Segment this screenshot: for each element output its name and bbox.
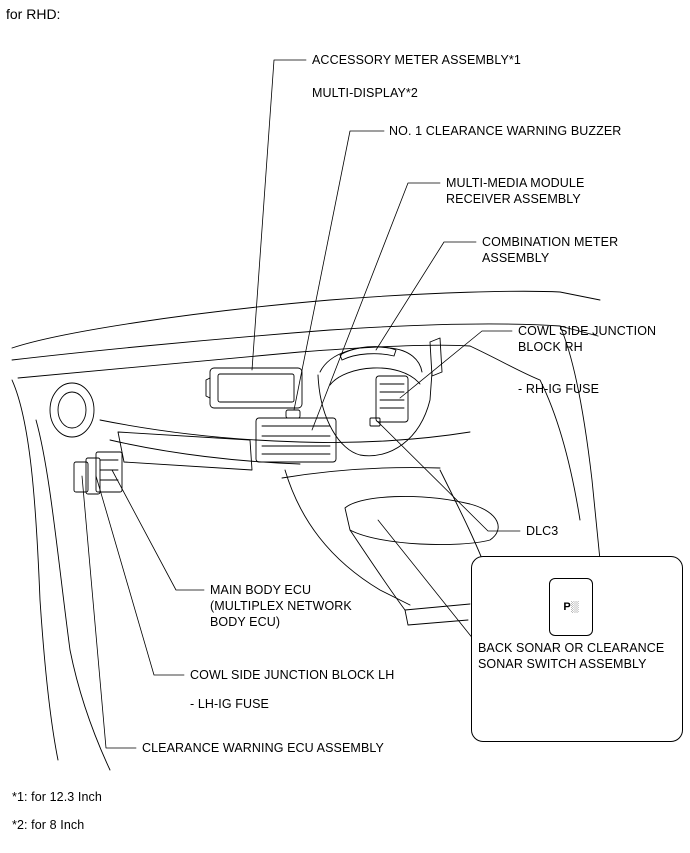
label-jb-rh-2: BLOCK RH (518, 340, 583, 354)
label-sonar-switch-2: SONAR SWITCH ASSEMBLY (478, 657, 647, 671)
leader-sonar (377, 519, 475, 641)
leader-jb-lh (95, 475, 185, 676)
label-mm-receiver-2: RECEIVER ASSEMBLY (446, 192, 581, 206)
leader-receiver (311, 182, 441, 431)
label-multi-display: MULTI-DISPLAY*2 (312, 86, 418, 100)
dash-top-edge (11, 323, 599, 361)
label-combo-meter-1: COMBINATION METER (482, 235, 619, 249)
label-jb-lh: COWL SIDE JUNCTION BLOCK LH (190, 668, 395, 682)
label-mm-receiver-1: MULTI-MEDIA MODULE (446, 176, 585, 190)
main-body-ecu (95, 451, 123, 493)
label-lh-fuse: - LH-IG FUSE (190, 697, 269, 711)
console-front (281, 467, 441, 479)
console-side (349, 529, 471, 611)
leader-jb-rh (399, 330, 513, 399)
left-door-line (11, 379, 59, 761)
console-base (404, 609, 469, 626)
leader-accessory (251, 59, 307, 371)
label-buzzer: NO. 1 CLEARANCE WARNING BUZZER (389, 124, 622, 138)
label-combo-meter-2: ASSEMBLY (482, 251, 550, 265)
label-dlc3: DLC3 (526, 524, 559, 538)
sonar-switch[interactable]: P░ (549, 578, 593, 636)
combination-meter (339, 346, 397, 361)
steering-shroud (317, 371, 433, 457)
dlc3-connector (369, 417, 381, 427)
leader-dlc3 (377, 421, 521, 532)
footnote-2: *2: for 8 Inch (12, 818, 85, 832)
diagram-header: for RHD: (6, 6, 61, 22)
label-rh-fuse: - RH-IG FUSE (518, 382, 600, 396)
label-accessory-meter: ACCESSORY METER ASSEMBLY*1 (312, 53, 521, 67)
left-vent (49, 382, 95, 438)
dash-right-inner (469, 345, 581, 521)
label-main-ecu-2: (MULTIPLEX NETWORK (210, 599, 352, 613)
buzzer (285, 409, 301, 419)
steering-wheel (329, 367, 421, 386)
leader-clearance (81, 475, 137, 749)
accessory-meter (209, 367, 303, 409)
leader-lines (81, 59, 521, 749)
glovebox (117, 431, 253, 471)
sonar-switch-inset: P░ BACK SONAR OR CLEARANCE SONAR SWITCH … (471, 556, 683, 742)
parking-sonar-icon: P░ (563, 601, 579, 613)
leader-combo (375, 241, 477, 351)
junction-block-lh (85, 457, 101, 495)
console-armrest (344, 496, 499, 546)
label-sonar-switch-1: BACK SONAR OR CLEARANCE (478, 641, 665, 655)
label-main-ecu-3: BODY ECU) (210, 615, 281, 629)
console-left (284, 469, 411, 606)
label-jb-rh-1: COWL SIDE JUNCTION (518, 324, 657, 338)
multimedia-receiver (255, 417, 337, 463)
right-vent (429, 337, 443, 377)
leader-buzzer (293, 130, 385, 411)
dash-right-side (559, 325, 601, 561)
lower-dash-2 (109, 439, 301, 465)
junction-block-rh (375, 375, 409, 423)
dash-rear-line (17, 344, 471, 379)
windshield-edge (11, 290, 601, 349)
leader-main-ecu (111, 469, 205, 591)
lower-dash (99, 419, 471, 443)
label-main-ecu-1: MAIN BODY ECU (210, 583, 312, 597)
label-clearance-ecu: CLEARANCE WARNING ECU ASSEMBLY (142, 741, 384, 755)
left-vent-inner (57, 391, 87, 429)
footnote-1: *1: for 12.3 Inch (12, 790, 102, 804)
left-door-line-2 (35, 419, 111, 771)
clearance-warning-ecu (73, 461, 89, 493)
